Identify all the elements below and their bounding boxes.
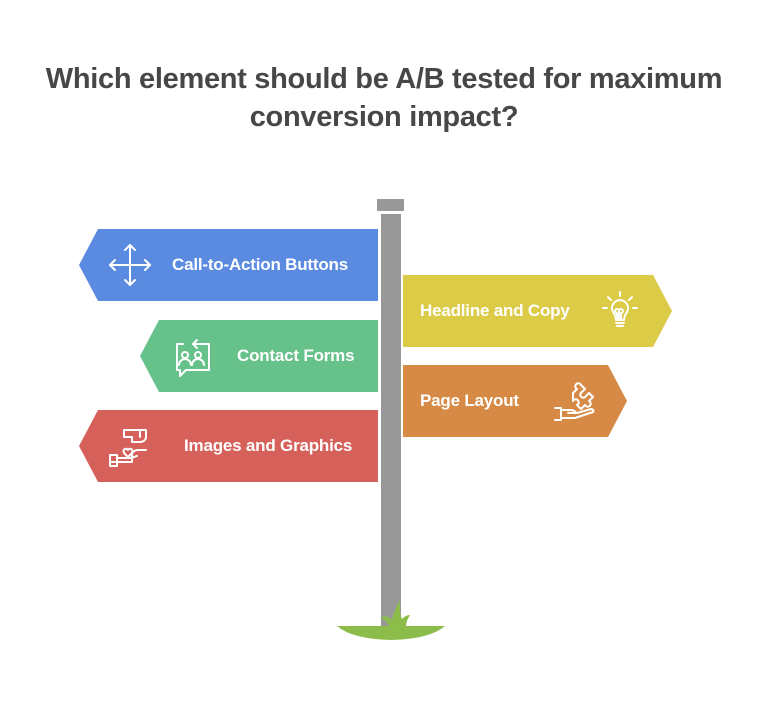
- title-line-2: conversion impact?: [249, 101, 519, 133]
- pole-cap: [377, 199, 404, 211]
- users-chat-icon: [167, 332, 215, 380]
- sign-headline-and-copy: Headline and Copy: [403, 275, 672, 347]
- sign-label: Headline and Copy: [420, 301, 570, 320]
- sign-label: Images and Graphics: [184, 436, 353, 455]
- sign-contact-forms: Contact Forms: [140, 320, 378, 392]
- grass-ground-icon: [337, 600, 445, 640]
- sign-images-and-graphics: Images and Graphics: [79, 410, 378, 482]
- lightbulb-icon: [596, 287, 644, 335]
- move-arrows-icon: [106, 241, 154, 289]
- signpost-pole: [381, 214, 401, 628]
- title-line-1: Which element should be A/B tested for m…: [45, 63, 723, 95]
- hand-heart-icon: [104, 422, 152, 470]
- sign-label: Call-to-Action Buttons: [172, 255, 348, 274]
- sign-label: Contact Forms: [237, 346, 355, 365]
- sign-call-to-action-buttons: Call-to-Action Buttons: [79, 229, 378, 301]
- puzzle-hand-icon: [551, 377, 599, 425]
- sign-page-layout: Page Layout: [403, 365, 627, 437]
- diagram-title: Which element should be A/B tested for m…: [0, 60, 768, 136]
- sign-label: Page Layout: [420, 391, 519, 410]
